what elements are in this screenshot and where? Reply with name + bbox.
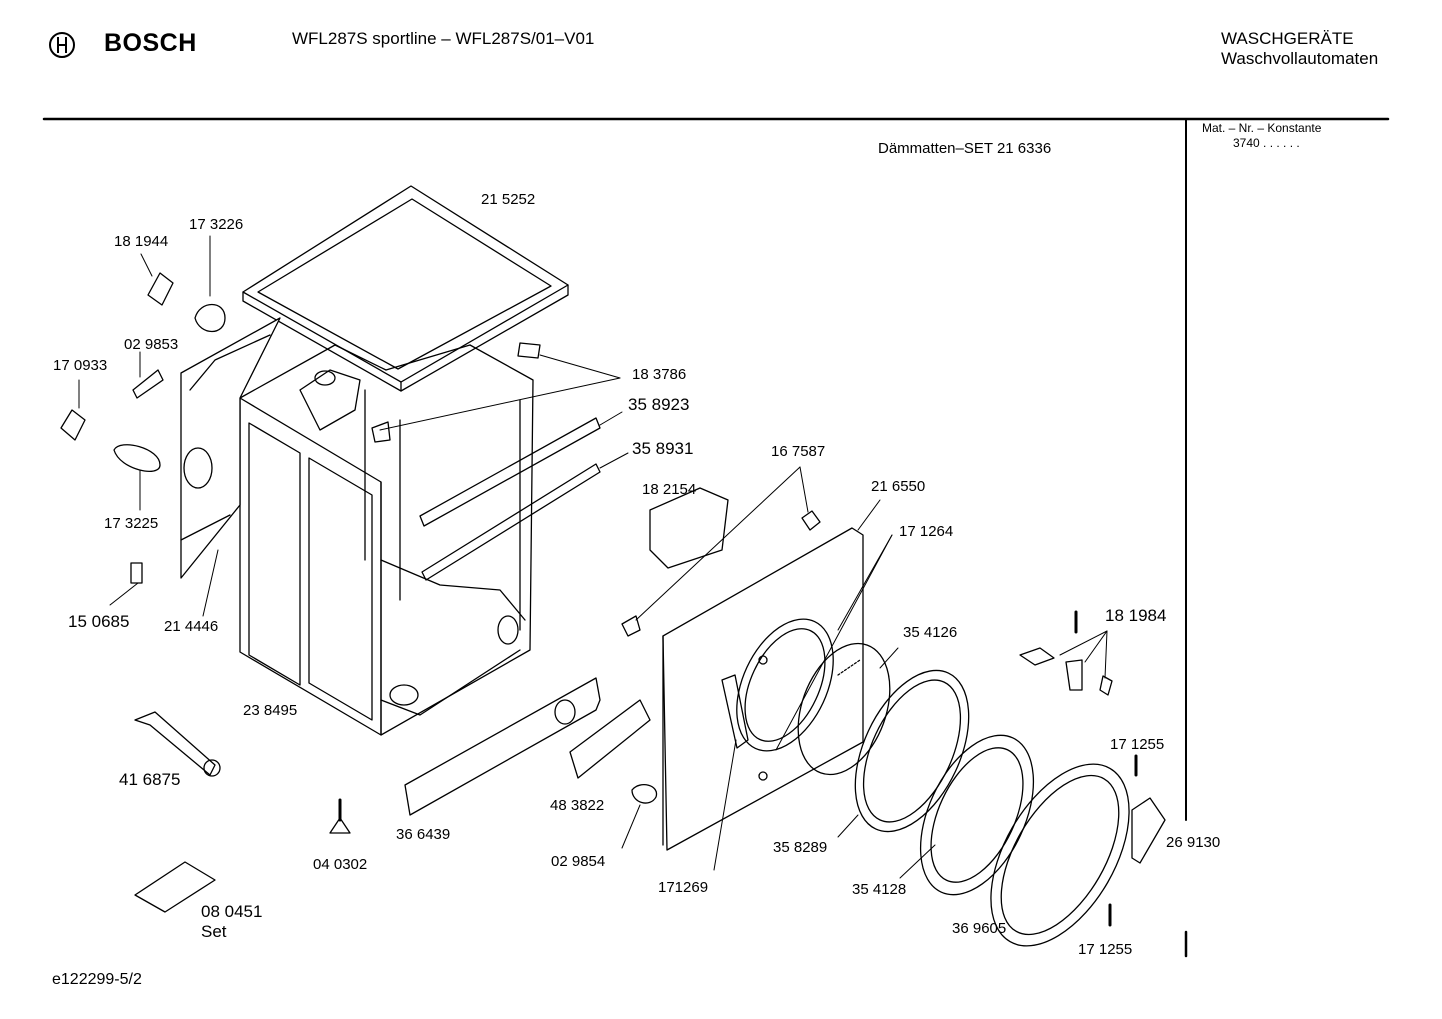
leader-lines: [78, 235, 1108, 879]
part-label: 04 0302: [313, 856, 368, 873]
front-panel-drawing: [662, 527, 864, 851]
small-parts-drawing: [60, 272, 1166, 927]
part-label: 21 6550: [871, 478, 926, 495]
part-label: 35 8931: [632, 439, 694, 458]
part-label: 17 1264: [899, 523, 954, 540]
part-label: 18 3786: [632, 366, 687, 383]
category-line-2: Waschvollautomaten: [1221, 49, 1379, 68]
part-label: 17 3225: [104, 515, 159, 532]
part-label: 171269: [658, 879, 709, 896]
rails-drawing: [419, 417, 601, 581]
part-label: 18 1984: [1105, 606, 1167, 625]
part-label: 41 6875: [119, 770, 181, 789]
part-label: 16 7587: [771, 443, 826, 460]
part-label: 17 0933: [53, 357, 108, 374]
part-label: 35 4128: [852, 881, 907, 898]
part-label: 48 3822: [550, 797, 605, 814]
part-label: 35 8289: [773, 839, 828, 856]
part-label-set: Set: [201, 922, 227, 941]
part-label: 17 1255: [1078, 941, 1133, 958]
mat-nr-value: 3740 . . . . . .: [1233, 136, 1300, 150]
part-label: 36 6439: [396, 826, 451, 843]
control-panel-drawing: [404, 677, 651, 816]
bosch-armature-icon: [49, 32, 75, 58]
part-label: 36 9605: [952, 920, 1007, 937]
part-label: 35 8923: [628, 395, 690, 414]
insulation-set-label: Dämmatten–SET 21 6336: [878, 140, 1052, 157]
model-title: WFL287S sportline – WFL287S/01–V01: [292, 29, 595, 48]
brand-name: BOSCH: [104, 29, 197, 57]
part-label: 18 1944: [114, 233, 169, 250]
part-label: 02 9853: [124, 336, 179, 353]
part-label: 02 9854: [551, 853, 606, 870]
part-label: 17 3226: [189, 216, 244, 233]
part-label: 18 2154: [642, 481, 697, 498]
document-id: e122299-5/2: [52, 971, 142, 988]
part-label: 26 9130: [1166, 834, 1221, 851]
part-label: 35 4126: [903, 624, 958, 641]
part-label: 17 1255: [1110, 736, 1165, 753]
category-line-1: WASCHGERÄTE: [1221, 29, 1354, 48]
door-rings-drawing: [797, 642, 1130, 947]
cabinet-drawing: [239, 344, 534, 736]
top-cover-drawing: [242, 185, 569, 392]
mat-nr-label: Mat. – Nr. – Konstante: [1202, 121, 1322, 135]
part-label: 21 4446: [164, 618, 219, 635]
part-label: 08 0451: [201, 902, 263, 921]
part-label: 15 0685: [68, 612, 130, 631]
side-panel-drawing: [180, 317, 281, 579]
part-label: 21 5252: [481, 191, 536, 208]
part-label: 23 8495: [243, 702, 298, 719]
